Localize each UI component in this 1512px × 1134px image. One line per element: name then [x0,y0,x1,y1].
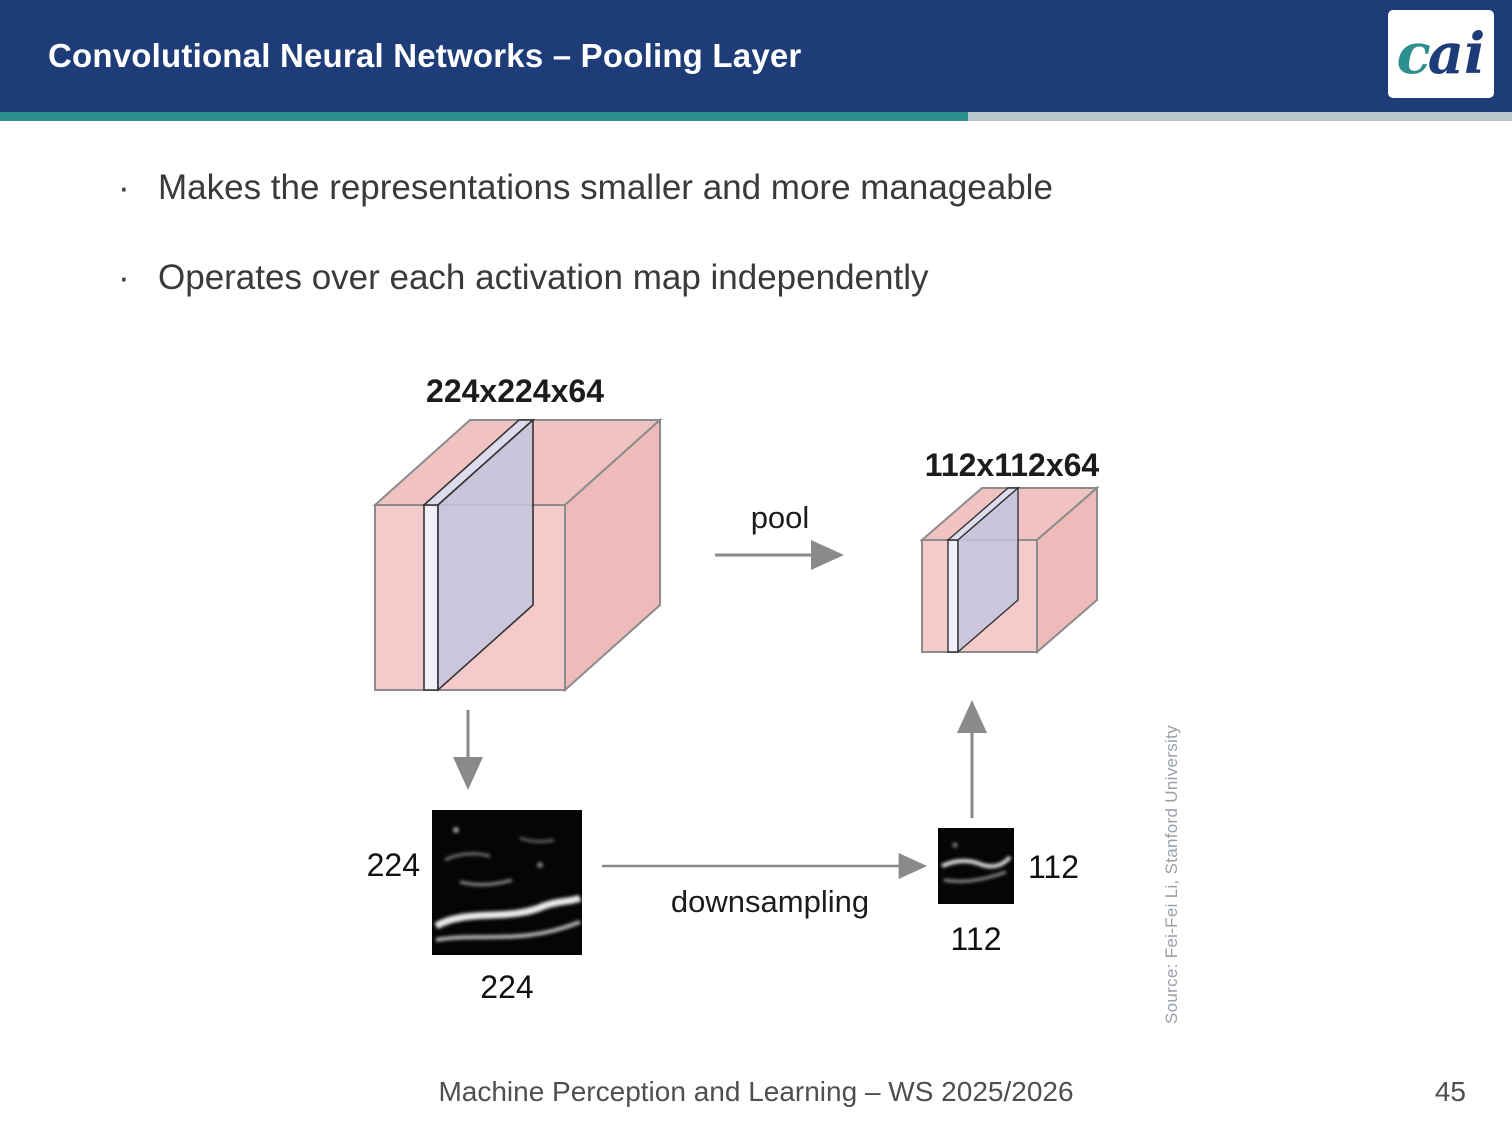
footer: Machine Perception and Learning – WS 202… [0,1076,1512,1118]
output-slice-plane [946,486,1020,654]
downsampling-arrow-label: downsampling [671,884,869,919]
cai-logo-ai: ai [1427,21,1486,87]
course-title: Machine Perception and Learning – WS 202… [438,1076,1074,1107]
pool-arrow-label: pool [751,500,810,535]
bullet-marker: · [118,257,130,297]
output-volume-box [919,485,1100,655]
input-map-bottom-label: 224 [480,969,533,1005]
input-activation-map [432,810,582,955]
output-map-right-label: 112 [1028,849,1079,885]
bullet-marker: · [118,168,130,207]
input-volume-box [372,417,663,693]
cai-logo-c: c [1396,21,1431,87]
bullet-text: Operates over each activation map indepe… [158,257,929,297]
output-volume-label: 112x112x64 [925,447,1100,483]
accent-bar-teal [0,112,968,121]
bullet-item: · Makes the representations smaller and … [118,166,1432,210]
slice-plane [421,418,536,692]
pooling-diagram: 224x224x64 pool 112x112x64 [0,360,1512,1060]
input-map-left-label: 224 [367,847,420,883]
output-activation-map [938,828,1014,904]
header-bar: Convolutional Neural Networks – Pooling … [0,0,1512,112]
bullet-item: · Operates over each activation map inde… [118,256,1432,300]
bullet-text: Makes the representations smaller and mo… [158,168,1053,207]
input-volume-label: 224x224x64 [426,373,604,409]
page-title: Convolutional Neural Networks – Pooling … [48,37,802,74]
output-map-bottom-label: 112 [950,921,1001,957]
accent-bar-gray [968,112,1512,121]
page-number: 45 [1434,1076,1466,1107]
bullet-list: · Makes the representations smaller and … [118,166,1432,346]
source-note: Source: Fei-Fei Li, Stanford University [1162,725,1181,1024]
